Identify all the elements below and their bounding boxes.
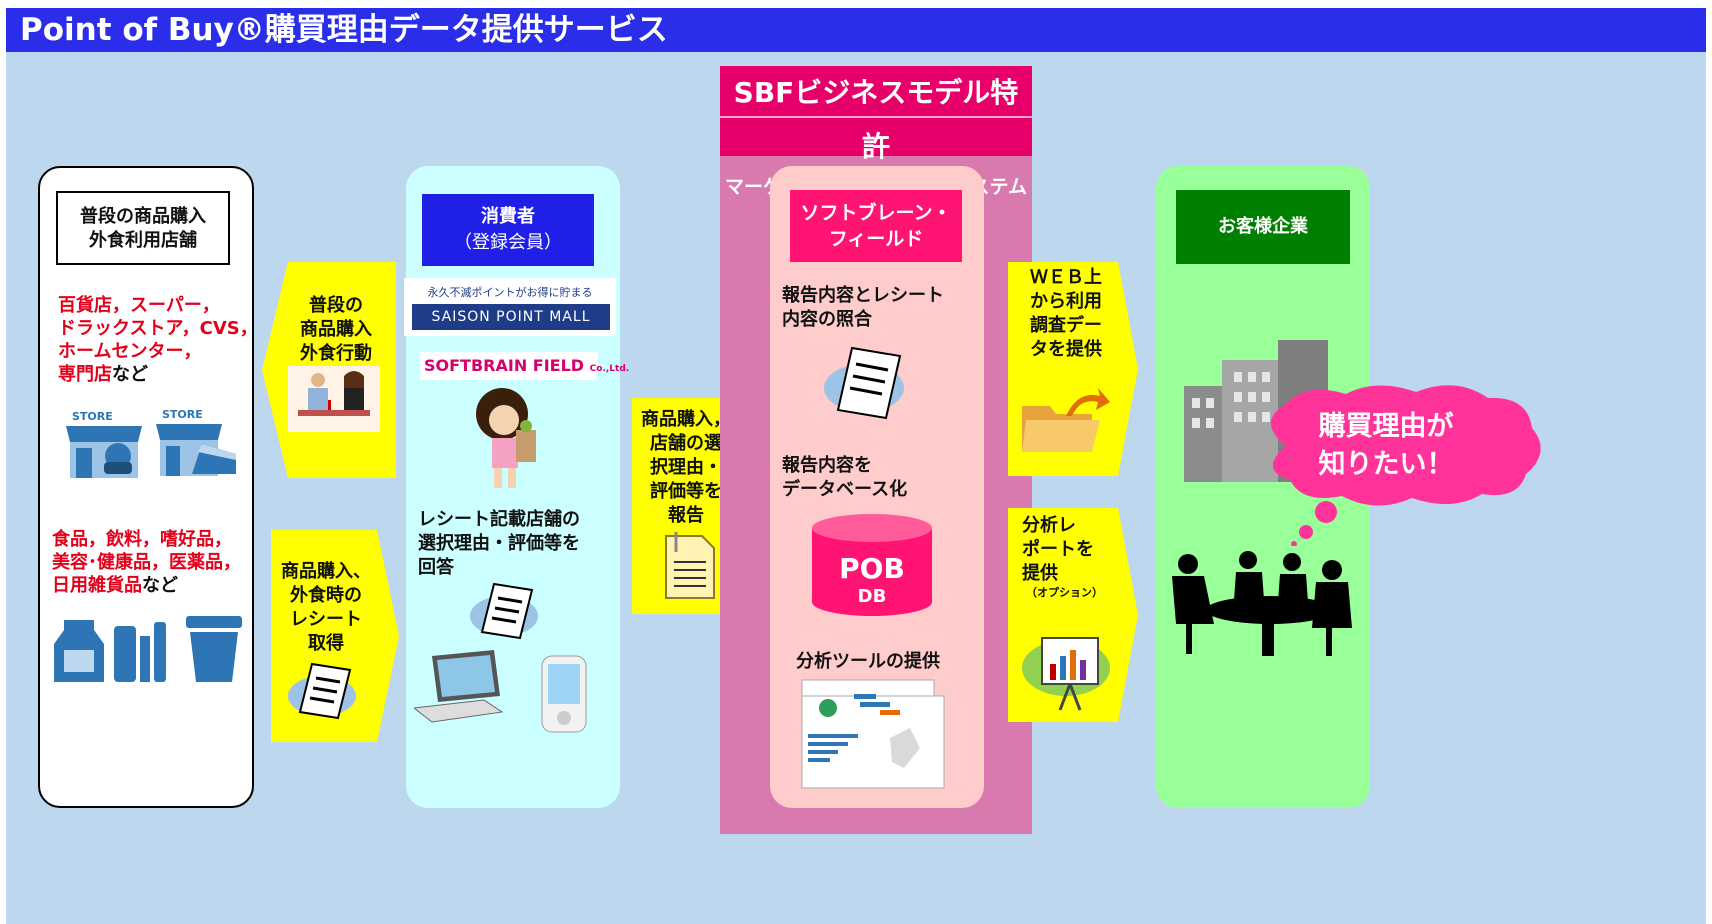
document-icon [662, 530, 718, 604]
stores-header: 普段の商品購入 外食利用店舗 [56, 191, 230, 265]
milk-carton-icon [54, 620, 104, 686]
analysis-report-arrow-label: 分析レ ポートを 提供 （オプション） [1022, 515, 1103, 599]
svg-text:STORE: STORE [72, 410, 113, 423]
step-tools-text: 分析ツールの提供 [796, 651, 940, 672]
presentation-chart-icon [1020, 630, 1116, 718]
analysis-tool-screenshot [800, 678, 946, 794]
step-matching-text: 報告内容とレシート 内容の照合 [782, 285, 944, 330]
thought-bubble-text: 購買理由が 知りたい！ [1318, 411, 1454, 480]
dining-couple-image [288, 366, 380, 436]
sbf-header-divider [720, 116, 1032, 118]
consumer-answer-text: レシート記載店舗の 選択理由・評価等を 回答 [418, 509, 580, 578]
store-types-list: 百貨店，スーパー， ドラックストア，CVS， ホームセンター， 専門店など [58, 295, 258, 385]
client-header: お客様企業 [1176, 190, 1350, 264]
cosmetics-icon [112, 622, 170, 686]
receipt-icon [288, 660, 364, 726]
store-food-icon: STORE [62, 406, 146, 486]
consumer-header: 消費者 （登録会員） [422, 194, 594, 266]
sbf-patent-header: SBFビジネスモデル特許 マーケティングデータ収集システム [720, 66, 1032, 198]
web-data-arrow-label: ＷＥＢ上 から利用 調査デー タを提供 [1030, 267, 1102, 360]
cup-icon [186, 616, 242, 686]
receipt-arrow-label: 商品購入、 外食時の レシート 取得 [281, 561, 371, 654]
behavior-arrow-label: 普段の 商品購入 外食行動 [300, 295, 372, 364]
shopper-character-image [466, 382, 556, 496]
smartphone-icon [540, 654, 588, 738]
saison-point-mall-banner: 永久不滅ポイントがお得に貯まる SAISON POINT MALL [404, 278, 616, 336]
database-icon [810, 512, 934, 622]
page-title: Point of Buy®購買理由データ提供サービス [6, 8, 1706, 52]
folder-icon [1020, 386, 1110, 460]
receipt-icon [822, 344, 918, 426]
softbrain-field-logo: SOFTBRAIN FIELD Co.,Ltd. [420, 352, 629, 380]
report-arrow-label: 商品購入， 店舗の選 択理由・ 評価等を 報告 [641, 409, 731, 526]
receipt-icon [470, 580, 546, 646]
laptop-icon [412, 650, 504, 730]
meeting-people-image [1166, 548, 1356, 664]
database-label: POB DB [839, 552, 905, 607]
stores-panel [38, 166, 254, 808]
step-database-text: 報告内容を データベース化 [782, 455, 908, 500]
svg-text:STORE: STORE [162, 408, 203, 421]
thought-bubble [1256, 382, 1552, 550]
product-types-list: 食品，飲料，嗜好品， 美容･健康品，医薬品， 日用雑貨品など [52, 529, 241, 596]
softbrain-header: ソフトブレーン・ フィールド [790, 190, 962, 262]
store-cake-icon: STORE [152, 404, 240, 486]
